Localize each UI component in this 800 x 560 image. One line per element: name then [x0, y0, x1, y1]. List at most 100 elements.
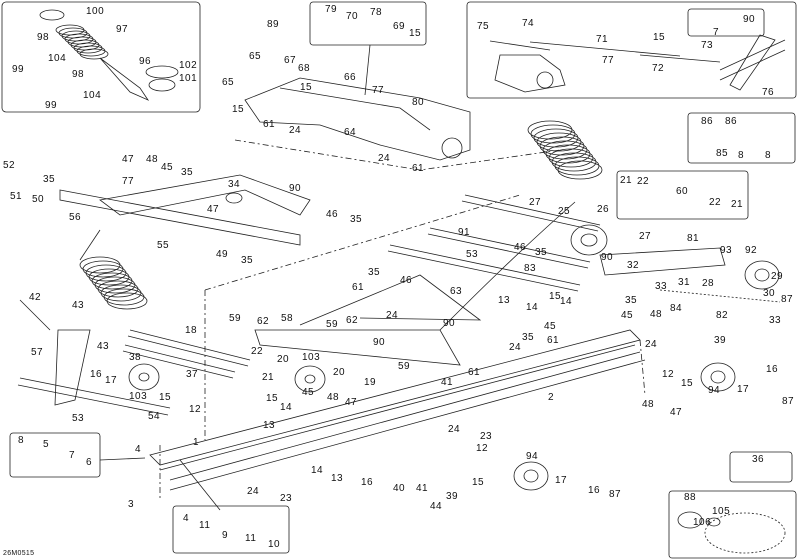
callout-74: 74	[522, 18, 535, 29]
callout-15: 15	[409, 28, 422, 39]
callout-85: 85	[716, 148, 729, 159]
callout-16: 16	[90, 369, 103, 380]
callout-15: 15	[159, 392, 172, 403]
callout-17: 17	[105, 375, 118, 386]
callout-33: 33	[769, 315, 782, 326]
callout-92: 92	[745, 245, 758, 256]
callout-90: 90	[443, 318, 456, 329]
callout-11: 11	[245, 533, 257, 544]
callout-100: 100	[86, 6, 105, 17]
callout-101: 101	[179, 73, 198, 84]
inset-plug	[729, 451, 793, 483]
spring-coil	[76, 45, 106, 57]
spring-coil	[536, 132, 582, 152]
inset-slider-stopper	[9, 432, 101, 478]
shafts	[387, 194, 781, 303]
callout-35: 35	[350, 214, 363, 225]
inset-idler-wheel	[309, 1, 427, 46]
inset-bearing-wheel	[668, 490, 797, 559]
callout-7: 7	[69, 450, 76, 461]
callout-94: 94	[708, 385, 721, 396]
callout-12: 12	[189, 404, 202, 415]
slide-rails	[149, 329, 646, 491]
inset-axle	[616, 170, 749, 220]
callout-54: 54	[148, 411, 161, 422]
drawing-code: 26M0515	[3, 550, 35, 557]
callout-15: 15	[232, 104, 245, 115]
callout-45: 45	[161, 162, 174, 173]
callout-62: 62	[346, 315, 359, 326]
callout-30: 30	[763, 288, 776, 299]
callout-80: 80	[412, 97, 425, 108]
callout-26: 26	[597, 204, 610, 215]
callout-59: 59	[398, 361, 411, 372]
callout-2: 2	[548, 392, 555, 403]
spring-coil	[64, 33, 94, 45]
spring-coil	[551, 152, 597, 172]
callout-24: 24	[509, 342, 522, 353]
callout-24: 24	[386, 310, 399, 321]
callout-20: 20	[333, 367, 346, 378]
callout-14: 14	[560, 296, 573, 307]
callout-79: 79	[325, 4, 338, 15]
callout-12: 12	[476, 443, 489, 454]
callout-20: 20	[277, 354, 290, 365]
spring-coil	[548, 148, 594, 168]
callout-98: 98	[72, 69, 85, 80]
callout-61: 61	[468, 367, 481, 378]
callout-46: 46	[400, 275, 413, 286]
callout-89: 89	[267, 19, 280, 30]
callout-62: 62	[257, 316, 270, 327]
callout-53: 53	[466, 249, 479, 260]
callout-83: 83	[524, 263, 537, 274]
callout-48: 48	[650, 309, 663, 320]
callout-105: 105	[712, 506, 731, 517]
callout-36: 36	[752, 454, 765, 465]
spring-coil	[557, 160, 603, 180]
callout-13: 13	[263, 420, 276, 431]
callout-39: 39	[446, 491, 459, 502]
callout-24: 24	[378, 153, 391, 164]
callout-38: 38	[129, 352, 142, 363]
callout-87: 87	[609, 489, 622, 500]
callout-15: 15	[300, 82, 313, 93]
callout-47: 47	[670, 407, 683, 418]
callout-93: 93	[720, 245, 733, 256]
inset-shock-absorber	[1, 1, 201, 113]
callout-77: 77	[372, 85, 385, 96]
callout-27: 27	[529, 197, 542, 208]
callout-25: 25	[558, 206, 571, 217]
callout-104: 104	[48, 53, 67, 64]
callout-24: 24	[289, 125, 302, 136]
spring-coil	[73, 42, 103, 54]
callout-24: 24	[247, 486, 260, 497]
callout-40: 40	[393, 483, 406, 494]
callout-96: 96	[139, 56, 152, 67]
callout-68: 68	[298, 63, 311, 74]
inset-cap	[687, 8, 765, 37]
inset-clip	[172, 505, 290, 554]
callout-86: 86	[725, 116, 738, 127]
callout-47: 47	[122, 154, 135, 165]
callout-12: 12	[662, 369, 675, 380]
callout-73: 73	[701, 40, 714, 51]
callout-63: 63	[450, 286, 463, 297]
callout-98: 98	[37, 32, 50, 43]
callout-21: 21	[620, 175, 633, 186]
callout-13: 13	[498, 295, 511, 306]
callout-47: 47	[207, 204, 220, 215]
inset-adjuster-rod	[466, 1, 797, 99]
callout-66: 66	[344, 72, 357, 83]
callout-23: 23	[280, 493, 293, 504]
callout-84: 84	[670, 303, 683, 314]
callout-17: 17	[555, 475, 568, 486]
callout-56: 56	[69, 212, 82, 223]
spring-coil	[61, 30, 91, 42]
callout-99: 99	[12, 64, 25, 75]
callout-67: 67	[284, 55, 297, 66]
callout-77: 77	[122, 176, 135, 187]
left-shafts	[17, 329, 251, 416]
spring-coil	[67, 36, 97, 48]
guide-lines	[159, 139, 646, 500]
